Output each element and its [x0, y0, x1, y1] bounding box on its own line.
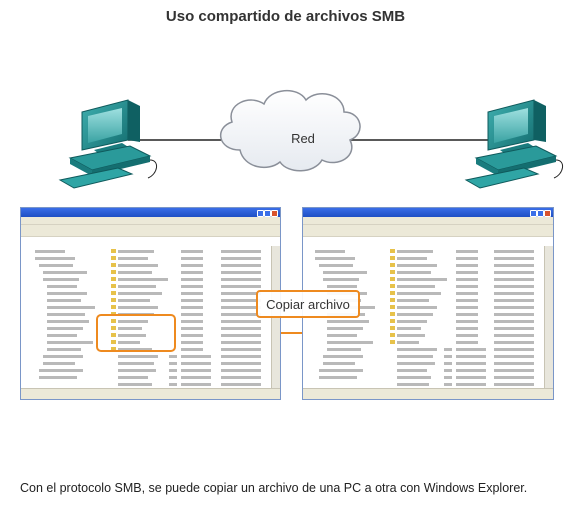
- folder-icon: [111, 347, 117, 351]
- folder-icon: [111, 284, 117, 288]
- copy-file-callout: Copiar archivo: [256, 290, 360, 318]
- folder-icon: [111, 305, 117, 309]
- folder-icon: [390, 340, 395, 344]
- vertical-scrollbar[interactable]: [544, 246, 553, 389]
- network-diagram: [58, 90, 563, 343]
- folder-icon: [111, 340, 117, 344]
- folder-icon: [390, 326, 395, 330]
- minimize-icon[interactable]: [530, 210, 537, 217]
- toolbar: [303, 225, 553, 237]
- folder-icon: [390, 256, 395, 260]
- window-titlebar: [21, 208, 280, 217]
- folder-icon: [390, 291, 395, 295]
- folder-icon: [390, 270, 395, 274]
- folder-icon: [390, 277, 395, 281]
- folder-icon: [111, 326, 117, 330]
- folder-icon: [390, 305, 395, 309]
- folder-icon: [111, 249, 117, 253]
- folder-icon: [111, 277, 117, 281]
- folder-icon: [111, 256, 117, 260]
- folder-icon: [111, 298, 117, 302]
- folder-tree: [21, 246, 111, 389]
- explorer-window-destination: [302, 207, 554, 400]
- status-bar: [303, 388, 553, 399]
- menu-bar: [303, 217, 553, 225]
- cloud-icon: [220, 90, 361, 172]
- folder-icon: [111, 319, 117, 323]
- folder-icon: [111, 333, 117, 337]
- status-bar: [21, 388, 280, 399]
- folder-icon: [111, 291, 117, 295]
- maximize-icon[interactable]: [537, 210, 544, 217]
- window-titlebar: [303, 208, 553, 217]
- folder-icon: [111, 270, 117, 274]
- file-list: [388, 246, 545, 389]
- network-label: Red: [291, 131, 315, 146]
- folder-icon: [390, 284, 395, 288]
- explorer-window-source: [20, 207, 281, 400]
- close-icon[interactable]: [544, 210, 551, 217]
- toolbar: [21, 225, 280, 237]
- close-icon[interactable]: [271, 210, 278, 217]
- folder-icon: [390, 333, 395, 337]
- folder-icon: [390, 249, 395, 253]
- page-title: Uso compartido de archivos SMB: [165, 8, 406, 25]
- folder-icon: [111, 263, 117, 267]
- selected-files-highlight: [96, 314, 176, 352]
- maximize-icon[interactable]: [264, 210, 271, 217]
- folder-icon: [390, 263, 395, 267]
- copy-file-label: Copiar archivo: [266, 296, 350, 312]
- folder-icon: [390, 298, 395, 302]
- folder-icon: [390, 312, 395, 316]
- menu-bar: [21, 217, 280, 225]
- folder-icon: [390, 319, 395, 323]
- minimize-icon[interactable]: [257, 210, 264, 217]
- desktop-computer-icon: [58, 99, 157, 189]
- caption-text: Con el protocolo SMB, se puede copiar un…: [20, 481, 528, 495]
- desktop-computer-icon: [464, 99, 563, 189]
- file-list: [109, 246, 272, 389]
